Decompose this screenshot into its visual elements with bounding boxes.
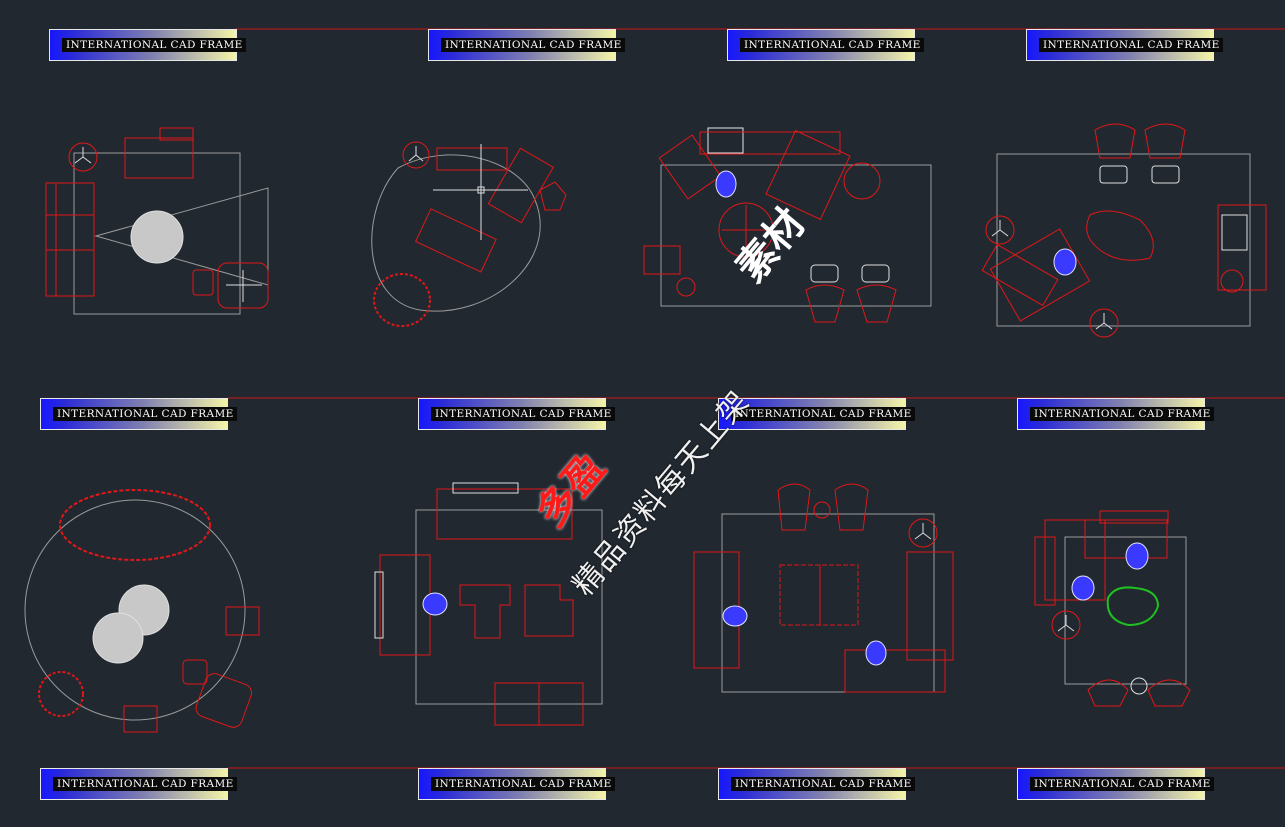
floor-plan-1 (45, 127, 269, 315)
frame-title-12: INTERNATIONAL CAD FRAME (1017, 768, 1214, 800)
frame-title-3: INTERNATIONAL CAD FRAME (727, 29, 924, 61)
frame-title-11: INTERNATIONAL CAD FRAME (718, 768, 915, 800)
floor-plan-5 (24, 489, 260, 733)
floor-plan-7 (693, 483, 954, 693)
frame-title-label: INTERNATIONAL CAD FRAME (740, 38, 924, 52)
frame-title-4: INTERNATIONAL CAD FRAME (1026, 29, 1223, 61)
frame-title-7: INTERNATIONAL CAD FRAME (718, 398, 915, 430)
frame-title-2: INTERNATIONAL CAD FRAME (428, 29, 625, 61)
floor-plan-4 (981, 123, 1267, 338)
frame-title-label: INTERNATIONAL CAD FRAME (1039, 38, 1223, 52)
frame-title-label: INTERNATIONAL CAD FRAME (1030, 407, 1214, 421)
frame-title-label: INTERNATIONAL CAD FRAME (441, 38, 625, 52)
floor-plan-3 (643, 127, 932, 323)
frame-title-label: INTERNATIONAL CAD FRAME (431, 777, 615, 791)
frame-title-label: INTERNATIONAL CAD FRAME (53, 407, 237, 421)
floor-plan-2 (371, 141, 567, 327)
frame-title-label: INTERNATIONAL CAD FRAME (62, 38, 246, 52)
frame-title-label: INTERNATIONAL CAD FRAME (731, 407, 915, 421)
frame-title-label: INTERNATIONAL CAD FRAME (731, 777, 915, 791)
frame-title-10: INTERNATIONAL CAD FRAME (418, 768, 615, 800)
floor-plan-8 (1034, 510, 1191, 707)
frame-title-5: INTERNATIONAL CAD FRAME (40, 398, 237, 430)
frame-title-9: INTERNATIONAL CAD FRAME (40, 768, 237, 800)
frame-title-1: INTERNATIONAL CAD FRAME (49, 29, 246, 61)
floor-plan-6 (374, 482, 603, 726)
frame-title-label: INTERNATIONAL CAD FRAME (1030, 777, 1214, 791)
frame-title-label: INTERNATIONAL CAD FRAME (431, 407, 615, 421)
frame-title-6: INTERNATIONAL CAD FRAME (418, 398, 615, 430)
frame-title-8: INTERNATIONAL CAD FRAME (1017, 398, 1214, 430)
frame-title-label: INTERNATIONAL CAD FRAME (53, 777, 237, 791)
